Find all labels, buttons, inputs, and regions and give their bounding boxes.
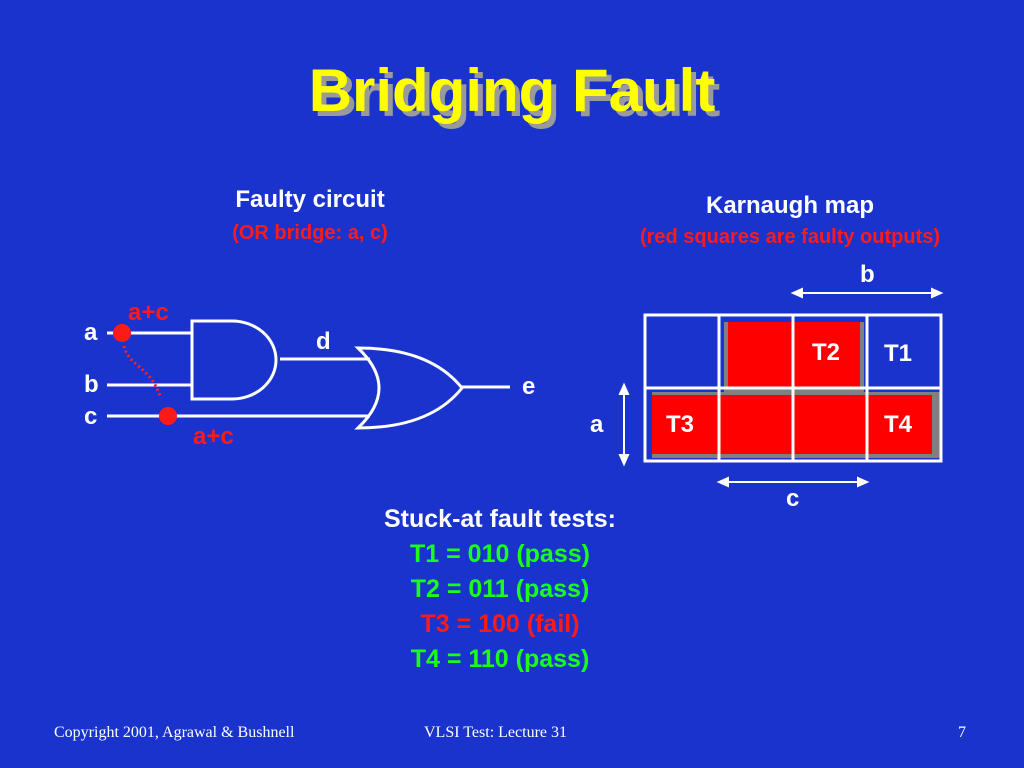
test-t4: T4 = 110 (pass)	[410, 645, 590, 673]
bridge-link	[122, 345, 162, 397]
kmap-grid	[643, 313, 943, 463]
circuit-heading: Faulty circuit	[235, 186, 385, 213]
tests-block: Stuck-at fault tests: T1 = 010 (pass) T2…	[300, 502, 700, 677]
kmap-axis-c: c	[786, 485, 799, 512]
kmap-subheading: (red squares are faulty outputs)	[639, 226, 941, 248]
tests-heading: Stuck-at fault tests:	[384, 505, 616, 533]
footer-course: VLSI Test: Lecture 31	[424, 724, 567, 741]
slide-title: Bridging Fault	[308, 57, 716, 124]
input-a-label: a	[84, 319, 98, 346]
circuit-subheading: (OR bridge: a, c)	[232, 222, 388, 244]
kmap-label-t2: T2	[812, 339, 840, 366]
test-t2: T2 = 011 (pass)	[410, 575, 590, 603]
bridge-dot-c	[159, 407, 177, 425]
test-t1: T1 = 010 (pass)	[410, 540, 590, 568]
and-gate	[190, 319, 278, 401]
or-gate	[354, 346, 464, 430]
kmap-label-t4: T4	[884, 411, 913, 438]
kmap-axis-a: a	[590, 411, 604, 438]
bridge-label-bottom: a+c	[193, 423, 234, 450]
node-d-label: d	[316, 328, 331, 355]
kmap-heading: Karnaugh map	[705, 192, 875, 219]
kmap-label-t1: T1	[884, 340, 912, 367]
input-b-label: b	[84, 371, 99, 398]
kmap-label-t3: T3	[666, 411, 694, 438]
test-t3: T3 = 100 (fail)	[420, 610, 580, 638]
input-c-label: c	[84, 403, 97, 430]
footer-page-number: 7	[958, 724, 966, 741]
bridge-label-top: a+c	[128, 299, 169, 326]
bridge-dot-a	[113, 324, 131, 342]
kmap-axis-b: b	[860, 261, 875, 288]
footer-copyright: Copyright 2001, Agrawal & Bushnell	[54, 724, 295, 741]
output-e-label: e	[522, 373, 535, 400]
kmap-axis-arrows	[618, 287, 944, 488]
